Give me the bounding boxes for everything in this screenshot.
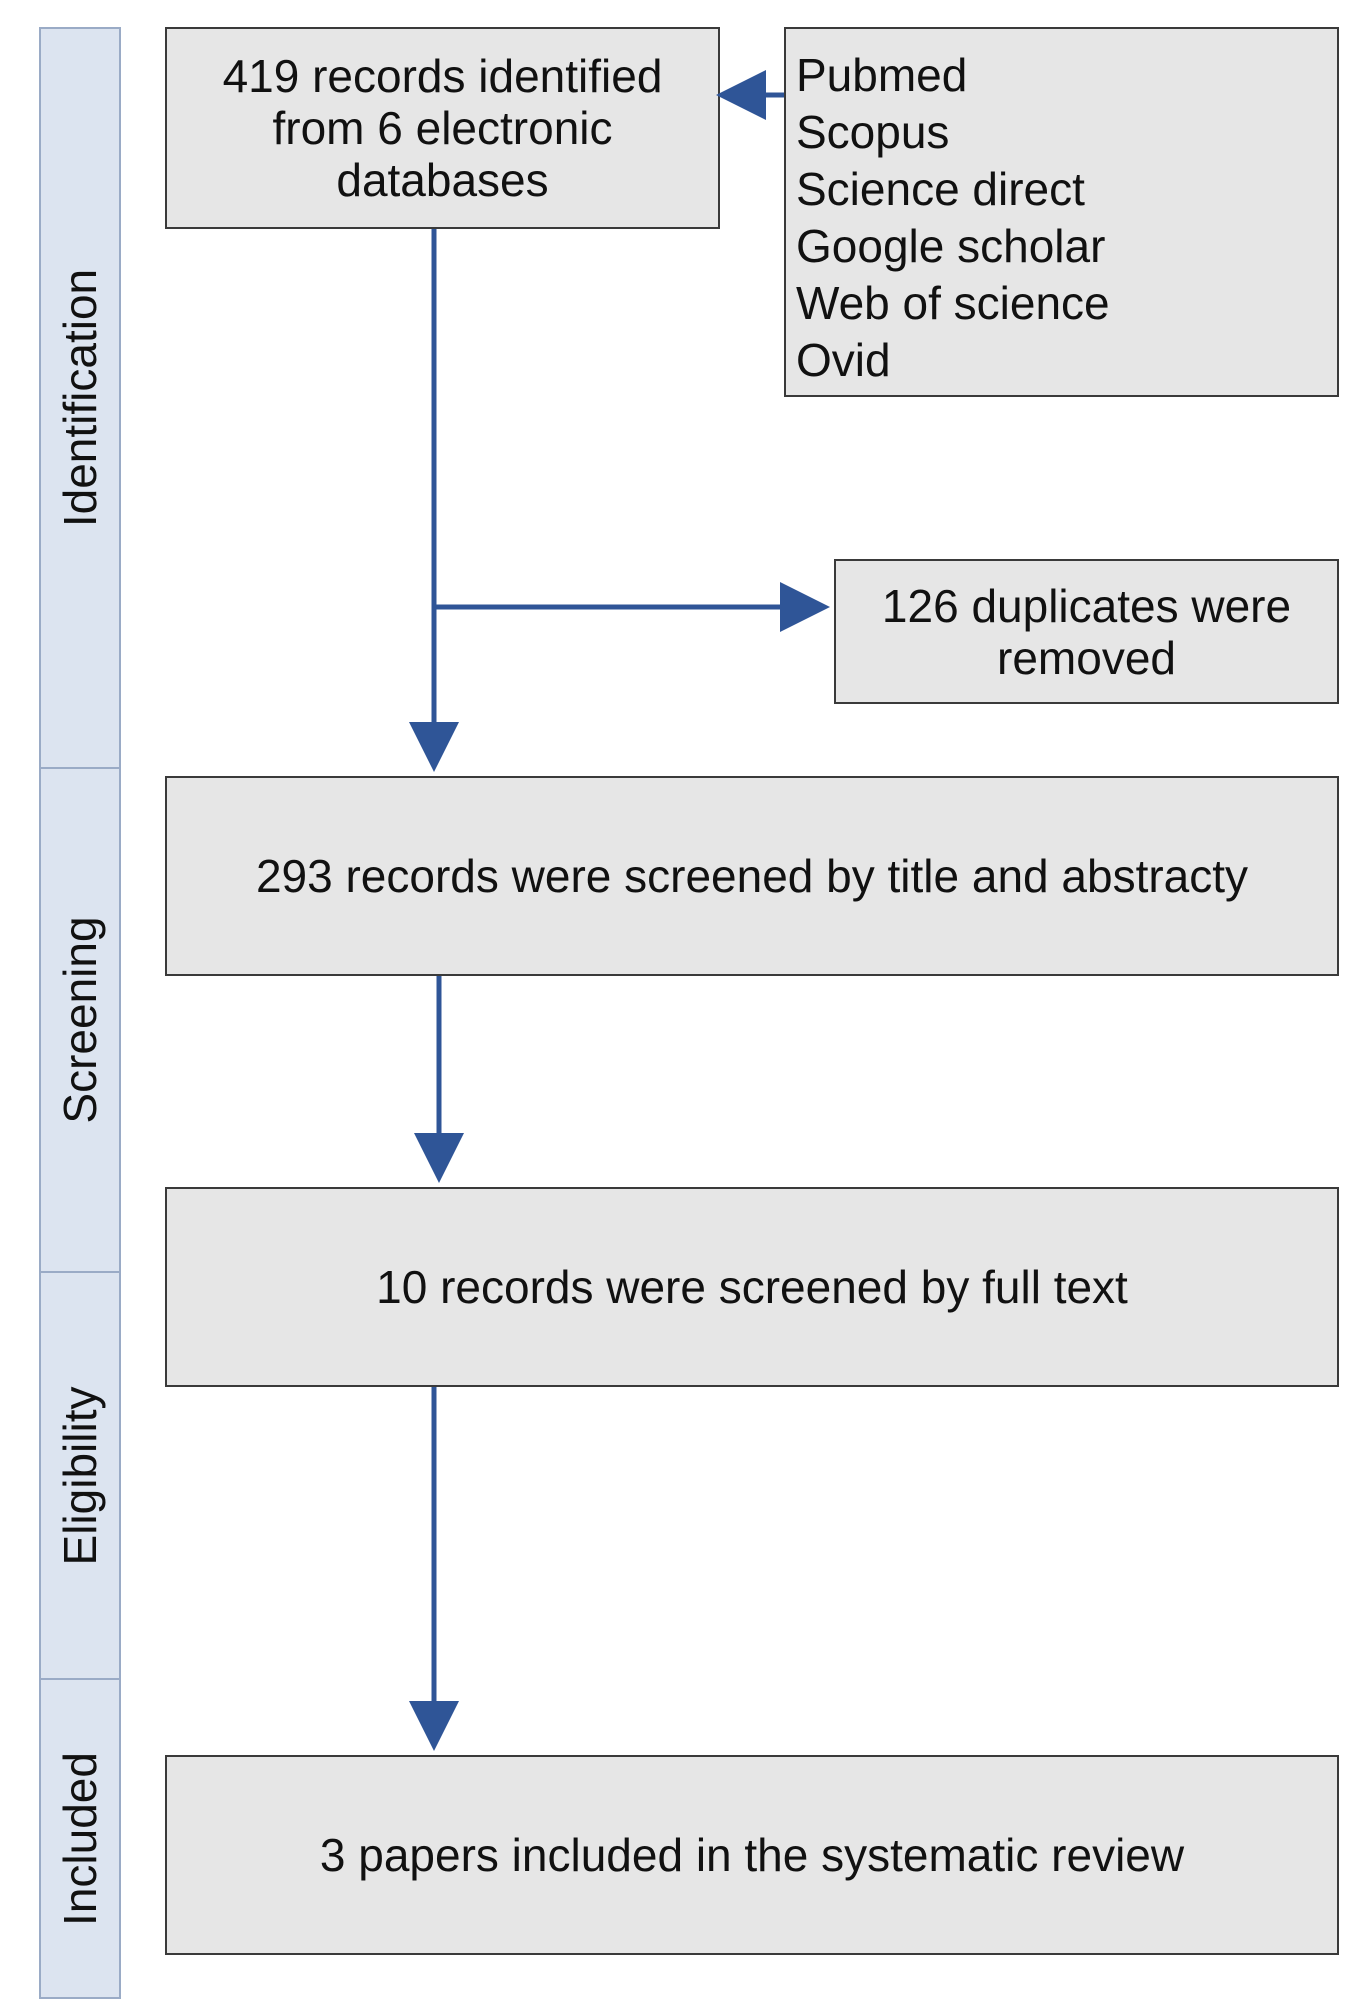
source-google-scholar: Google scholar xyxy=(796,220,1106,272)
stage-included: Included xyxy=(39,1678,121,1999)
stage-screening: Screening xyxy=(39,767,121,1273)
database-sources-box: Pubmed Scopus Science direct Google scho… xyxy=(784,27,1339,397)
included-papers-text: 3 papers included in the systematic revi… xyxy=(319,1829,1185,1881)
screened-full-text-box: 10 records were screened by full text xyxy=(165,1187,1339,1387)
screened-full-text-text: 10 records were screened by full text xyxy=(376,1261,1128,1313)
source-pubmed: Pubmed xyxy=(796,49,968,101)
stage-identification: Identification xyxy=(39,27,121,769)
records-identified-text: 419 records identified from 6 electronic… xyxy=(222,50,663,206)
included-papers-box: 3 papers included in the systematic revi… xyxy=(165,1755,1339,1955)
screened-title-abstract-box: 293 records were screened by title and a… xyxy=(165,776,1339,976)
source-scopus: Scopus xyxy=(796,106,950,158)
source-web-of-science: Web of science xyxy=(796,277,1110,329)
duplicates-removed-box: 126 duplicates were removed xyxy=(834,559,1339,704)
source-ovid: Ovid xyxy=(796,334,891,386)
screened-title-abstract-text: 293 records were screened by title and a… xyxy=(255,850,1249,902)
duplicates-removed-text: 126 duplicates were removed xyxy=(881,579,1292,684)
source-science-direct: Science direct xyxy=(796,163,1085,215)
records-identified-box: 419 records identified from 6 electronic… xyxy=(165,27,720,229)
